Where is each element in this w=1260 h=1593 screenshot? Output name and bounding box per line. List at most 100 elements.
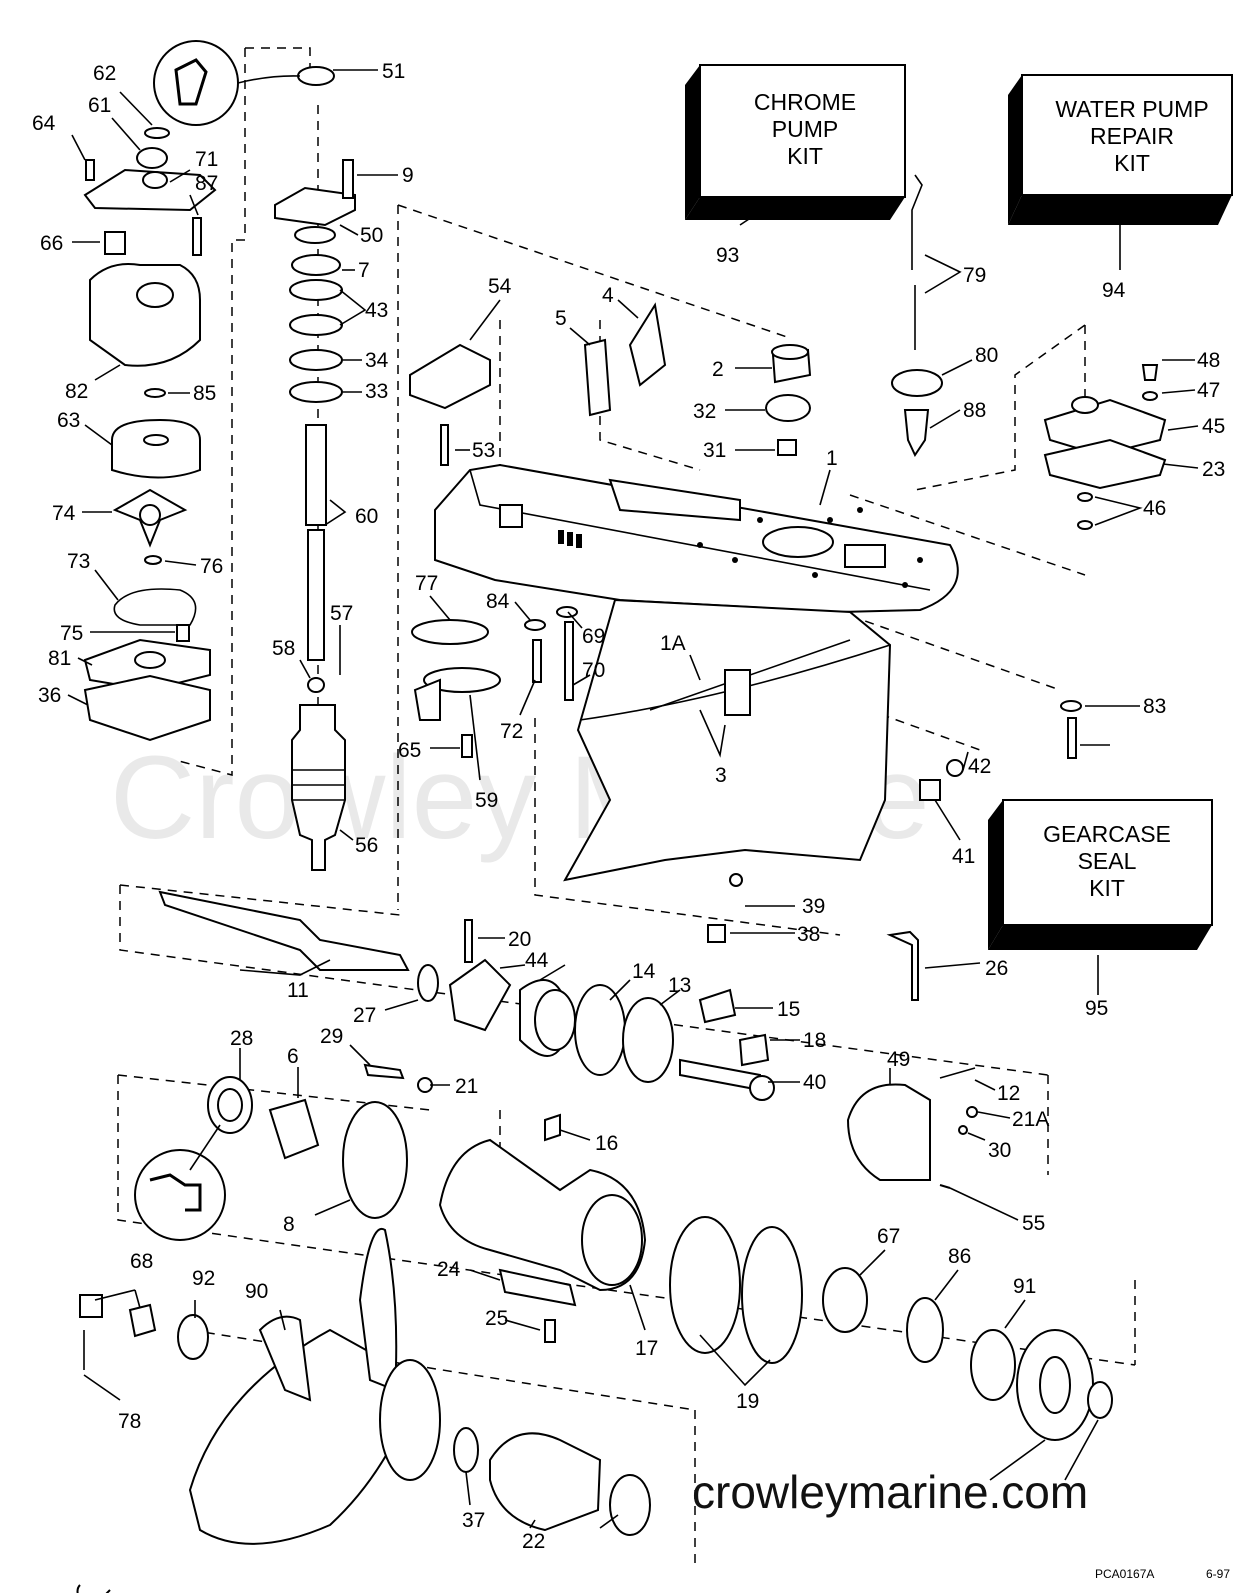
- callout: 59: [475, 789, 498, 812]
- callout: 16: [595, 1132, 618, 1155]
- callout: 69: [582, 625, 605, 648]
- callout: 7: [358, 259, 370, 282]
- callout: 13: [668, 974, 691, 997]
- callout: 24: [437, 1258, 461, 1281]
- callout: 8: [283, 1213, 295, 1236]
- callout: 79: [963, 264, 986, 287]
- callout: 47: [1197, 379, 1220, 402]
- callout: 40: [803, 1071, 826, 1094]
- kit-gearcase-line2: SEAL: [1078, 848, 1137, 874]
- callout: 91: [1013, 1275, 1036, 1298]
- callout: 26: [985, 957, 1008, 980]
- callout: 72: [500, 720, 523, 743]
- callout: 2: [712, 358, 724, 381]
- callout: 30: [988, 1139, 1011, 1162]
- callout: 15: [777, 998, 800, 1021]
- callout: 77: [415, 572, 438, 595]
- callout: 17: [635, 1337, 658, 1360]
- callout: 32: [693, 400, 716, 423]
- callout: 14: [632, 960, 656, 983]
- callout: 75: [60, 622, 83, 645]
- callout: 73: [67, 550, 90, 573]
- callout: 23: [1202, 458, 1225, 481]
- callout: 58: [272, 637, 295, 660]
- callout: 76: [200, 555, 223, 578]
- kit-gearcase-line3: KIT: [1089, 875, 1125, 901]
- callout: 11: [287, 979, 309, 1002]
- callout: 21: [455, 1075, 478, 1098]
- kit-chrome-line2: PUMP: [772, 116, 838, 142]
- callout: 19: [736, 1390, 759, 1413]
- callout: 38: [797, 923, 820, 946]
- kit-water-ref: 94: [1102, 279, 1126, 302]
- site-url: crowleymarine.com: [692, 1466, 1088, 1518]
- callout: 70: [582, 659, 605, 682]
- callout: 34: [365, 349, 389, 372]
- callout: 54: [488, 275, 512, 298]
- callout: 65: [398, 739, 421, 762]
- callout: 42: [968, 755, 991, 778]
- small-hardware: [85, 159, 1167, 963]
- date-code: 6-97: [1206, 1567, 1230, 1581]
- callout: 56: [355, 834, 378, 857]
- gear-housing: [434, 463, 959, 882]
- callout: 78: [118, 1410, 141, 1433]
- callout: 80: [975, 344, 998, 367]
- callout: 6: [287, 1045, 299, 1068]
- callout: 90: [245, 1280, 268, 1303]
- callout: 86: [948, 1245, 971, 1268]
- callout: 22: [522, 1530, 545, 1553]
- callout: 71: [195, 148, 218, 171]
- callout: 44: [525, 949, 549, 972]
- kit-water-line2: REPAIR: [1090, 123, 1174, 149]
- callout: 84: [486, 590, 510, 613]
- callout: 64: [32, 112, 56, 135]
- callout: 60: [355, 505, 378, 528]
- callout: 82: [65, 380, 88, 403]
- kit-chrome-line1: CHROME: [754, 89, 856, 115]
- kit-water-pump: WATER PUMP REPAIR KIT: [1008, 74, 1233, 225]
- callout: 36: [38, 684, 61, 707]
- callout: 27: [353, 1004, 376, 1027]
- callout: 66: [40, 232, 63, 255]
- callout: 21A: [1012, 1108, 1049, 1131]
- kit-chrome-ref: 93: [716, 244, 739, 267]
- callout: 45: [1202, 415, 1225, 438]
- bearing-carrier-group: [134, 1063, 1113, 1441]
- kit-gearcase-seal: GEARCASE SEAL KIT: [988, 799, 1213, 950]
- driveshaft-stack: [274, 66, 356, 871]
- callout: 53: [472, 439, 495, 462]
- callout: 48: [1197, 349, 1220, 372]
- callout: 3: [715, 764, 727, 787]
- callout: 85: [193, 382, 216, 405]
- callout: 74: [52, 502, 76, 525]
- callout: 43: [365, 299, 388, 322]
- callout: 9: [402, 164, 414, 187]
- callout: 55: [1022, 1212, 1045, 1235]
- callout: 92: [192, 1267, 215, 1290]
- kit-chrome: CHROME PUMP KIT: [685, 64, 906, 220]
- callout: 1: [826, 447, 838, 470]
- callout: 4: [602, 284, 614, 307]
- callout: 49: [887, 1048, 910, 1071]
- leader-lines: [67, 69, 1199, 1529]
- callout: 41: [952, 845, 975, 868]
- callout: 57: [330, 602, 353, 625]
- callout: 20: [508, 928, 531, 951]
- callout: 46: [1143, 497, 1166, 520]
- kit-water-line1: WATER PUMP: [1055, 96, 1208, 122]
- callout: 63: [57, 409, 80, 432]
- water-pump-group: [83, 40, 301, 742]
- callout: 61: [88, 94, 111, 117]
- callout: 88: [963, 399, 986, 422]
- housing-slots: [558, 530, 582, 548]
- callout: 18: [803, 1029, 826, 1052]
- kit-water-line3: KIT: [1114, 150, 1150, 176]
- propeller-group: [76, 1227, 651, 1593]
- callout: 67: [877, 1225, 900, 1248]
- propeller-shaft-group: [158, 890, 978, 1189]
- callout: 25: [485, 1307, 508, 1330]
- callout: 37: [462, 1509, 485, 1532]
- callout: 68: [130, 1250, 153, 1273]
